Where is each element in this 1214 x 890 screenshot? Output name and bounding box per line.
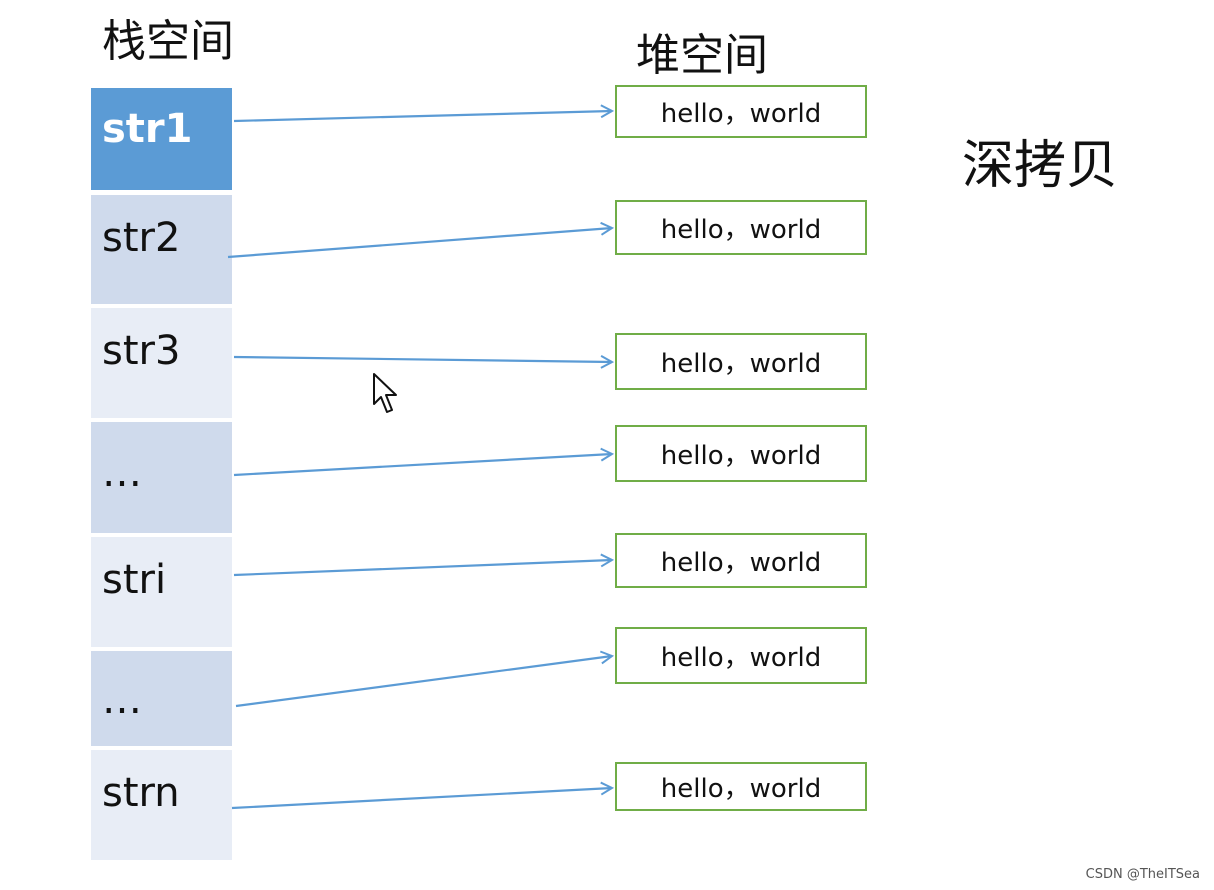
watermark: CSDN @TheITSea bbox=[1085, 867, 1200, 882]
stack-cell-strn: strn bbox=[91, 750, 232, 860]
arrow-strn bbox=[231, 788, 612, 810]
stack-cell-str3: str3 bbox=[91, 308, 232, 418]
heap-box-text: hello，world bbox=[660, 349, 822, 379]
stack-cell-ellipsis-1: … bbox=[91, 422, 232, 533]
mouse-cursor-icon bbox=[373, 373, 397, 413]
heap-box: hello，world bbox=[615, 425, 867, 482]
stack-space-title: 栈空间 bbox=[102, 16, 234, 67]
heap-space-title: 堆空间 bbox=[636, 30, 768, 81]
heap-box: hello，world bbox=[615, 627, 867, 684]
stack-cell-label: stri bbox=[102, 557, 167, 603]
stack-cell-str2: str2 bbox=[91, 195, 232, 304]
stack-cell-stri: stri bbox=[91, 537, 232, 647]
stack-cell-label: strn bbox=[102, 770, 180, 816]
arrow-stri bbox=[233, 560, 612, 577]
arrow-str1 bbox=[233, 111, 612, 123]
heap-box: hello，world bbox=[615, 200, 867, 255]
heap-box: hello，world bbox=[615, 762, 867, 811]
stack-cell-label: … bbox=[102, 450, 142, 496]
stack-cell-label: str3 bbox=[102, 328, 181, 374]
heap-box-text: hello，world bbox=[660, 548, 822, 578]
heap-box-text: hello，world bbox=[660, 643, 822, 673]
stack-cell-str1: str1 bbox=[91, 88, 232, 190]
stack-cell-label: str2 bbox=[102, 215, 181, 261]
heap-box: hello，world bbox=[615, 533, 867, 588]
arrow-str3 bbox=[233, 357, 612, 362]
heap-box: hello，world bbox=[615, 85, 867, 138]
arrow-str2 bbox=[227, 228, 612, 259]
heap-box: hello，world bbox=[615, 333, 867, 390]
arrow-ellipsis-2 bbox=[235, 656, 612, 708]
heap-box-text: hello，world bbox=[660, 99, 822, 129]
arrow-ellipsis-1 bbox=[233, 454, 612, 477]
heap-box-text: hello，world bbox=[660, 774, 822, 804]
stack-cell-label: … bbox=[102, 677, 142, 723]
stack-cell-ellipsis-2: … bbox=[91, 651, 232, 746]
heap-box-text: hello，world bbox=[660, 441, 822, 471]
deep-copy-title: 深拷贝 bbox=[962, 136, 1119, 196]
heap-box-text: hello，world bbox=[660, 215, 822, 245]
stack-cell-label: str1 bbox=[102, 106, 193, 152]
